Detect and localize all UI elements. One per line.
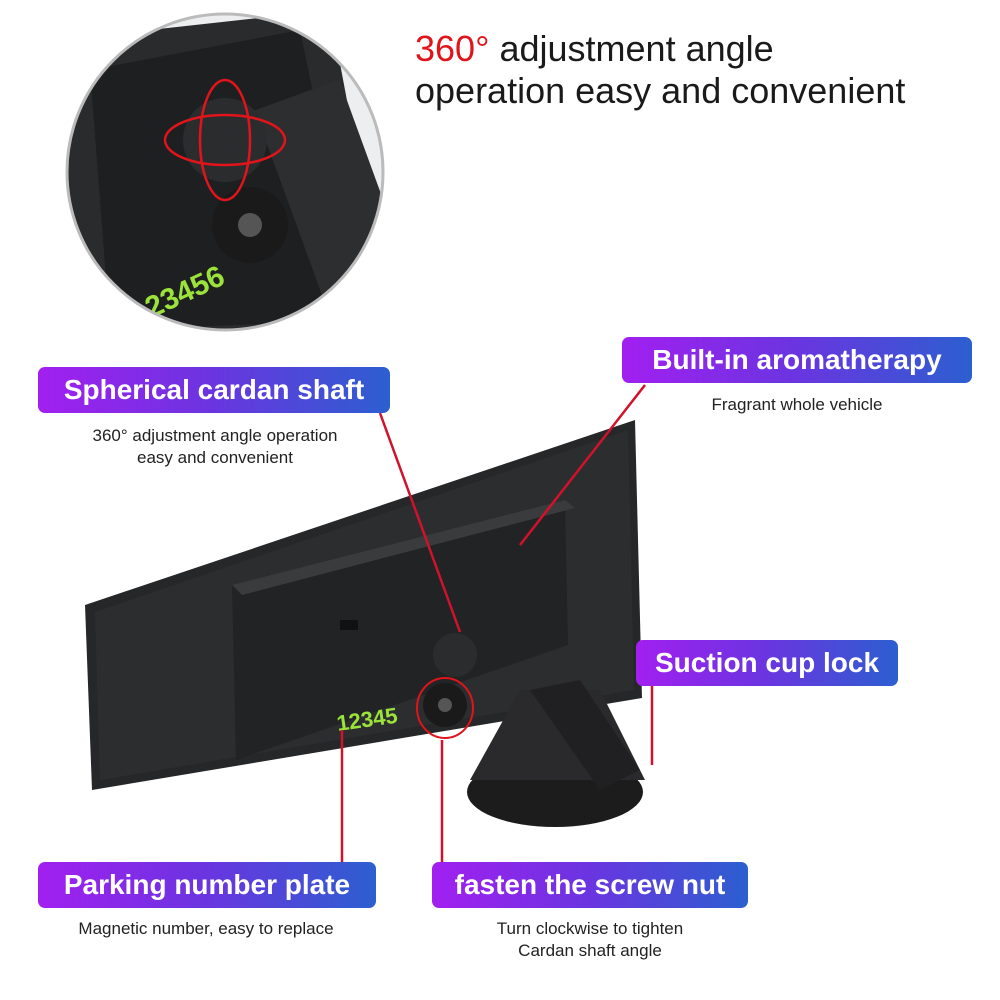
inset-border (65, 12, 385, 332)
headline-accent: 360° (415, 28, 490, 69)
callout-cardan-sub: 360° adjustment angle operation easy and… (40, 425, 390, 469)
callout-plate-sub: Magnetic number, easy to replace (78, 919, 334, 938)
callout-nut-label: fasten the screw nut (432, 862, 748, 908)
detail-inset: 23456 (67, 14, 383, 330)
callout-cardan-sub1: 360° adjustment angle operation (92, 426, 338, 445)
headline-line1: adjustment angle (489, 28, 774, 69)
callout-suction-label: Suction cup lock (636, 640, 898, 686)
headline-line2: operation easy and convenient (415, 70, 906, 111)
callout-plate-label: Parking number plate (38, 862, 376, 908)
callout-cardan-sub2: easy and convenient (137, 448, 293, 467)
leader-aroma (519, 384, 646, 546)
callout-nut-sub2: Cardan shaft angle (518, 941, 662, 960)
callout-aroma-sub: Fragrant whole vehicle (711, 395, 883, 414)
leader-cardan (378, 412, 462, 633)
dashboard-plate-product: 12345 (85, 420, 645, 827)
callout-nut-sub1: Turn clockwise to tighten (496, 919, 684, 938)
callout-aroma-label: Built-in aromatherapy (622, 337, 972, 383)
callout-cardan-label: Spherical cardan shaft (38, 367, 390, 413)
callout-nut-sub: Turn clockwise to tighten Cardan shaft a… (432, 918, 748, 962)
headline: 360° adjustment angle operation easy and… (415, 28, 905, 112)
